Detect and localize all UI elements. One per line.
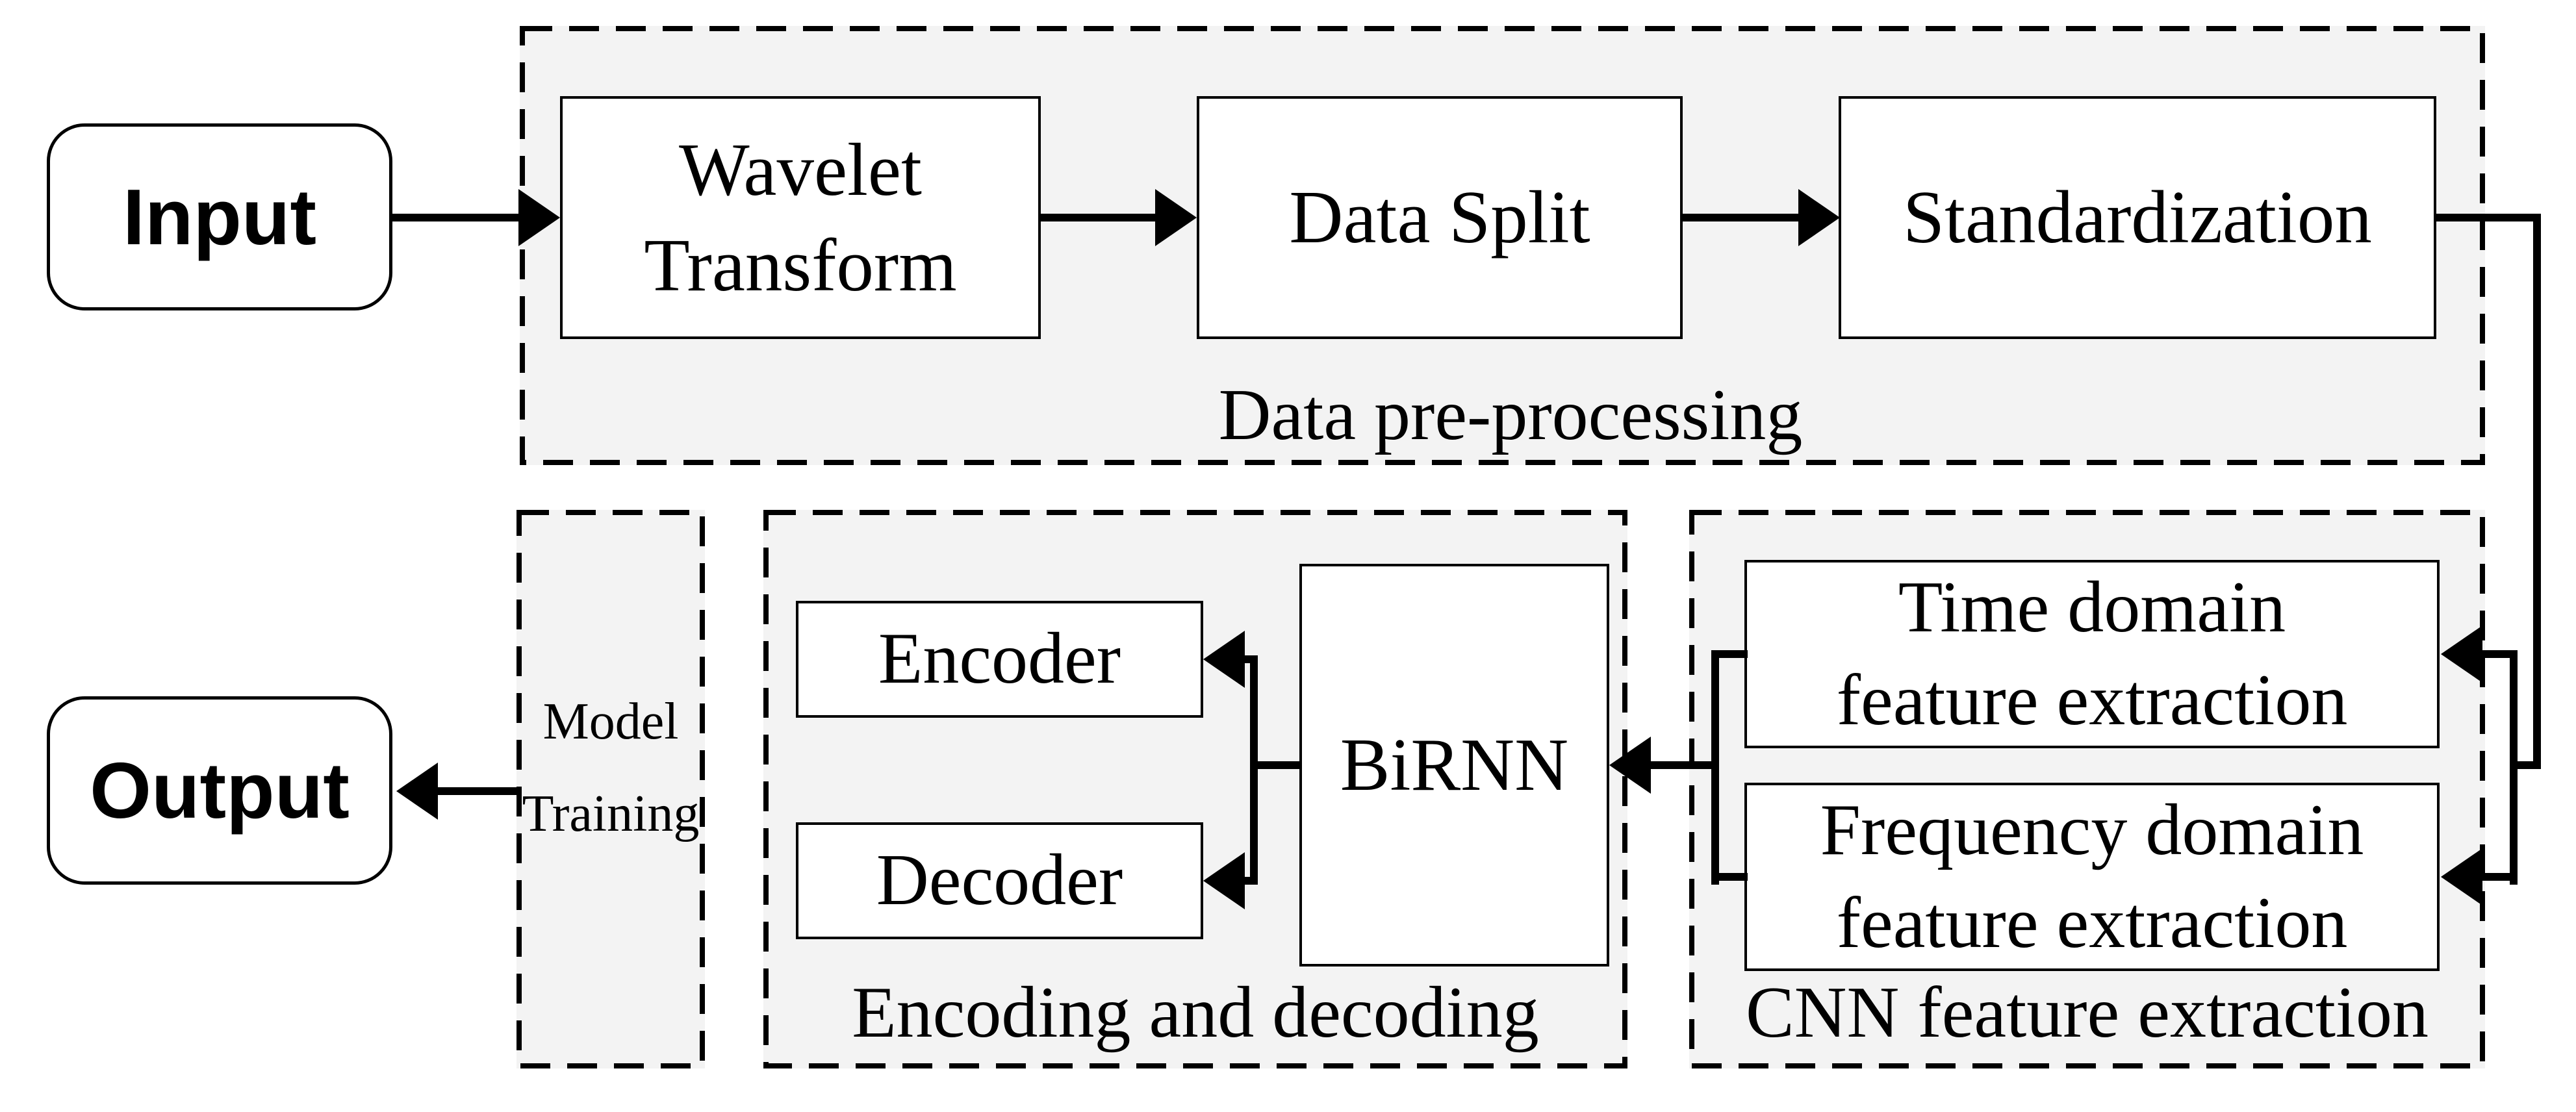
birnn-label: BiRNN: [1340, 724, 1569, 807]
connector-right-junction: [2510, 761, 2541, 769]
connector-birnn-out-shaft: [1254, 761, 1299, 769]
wavelet-line2: Transform: [644, 224, 957, 307]
arrow-birnn-to-encoder-head: [1203, 631, 1245, 688]
arrow-input-to-wavelet-shaft: [392, 214, 520, 221]
node-output-label: Output: [90, 746, 350, 835]
dashed-border-rect: [1689, 510, 2485, 1068]
node-birnn: BiRNN: [1299, 564, 1609, 967]
group-model-training: [516, 510, 705, 1068]
arrow-to-frequency-domain-head: [2441, 848, 2482, 905]
arrow-wavelet-to-datasplit-head: [1155, 189, 1197, 246]
arrow-cnn-to-birnn-head: [1609, 737, 1651, 794]
node-input-label: Input: [122, 173, 317, 261]
decoder-label: Decoder: [876, 840, 1123, 921]
dashed-border: [516, 510, 705, 1068]
arrow-to-time-domain-head: [2441, 626, 2482, 683]
wavelet-line1: Wavelet: [679, 128, 922, 211]
group-label-encoding-and-decoding: Encoding and decoding: [852, 972, 1539, 1053]
data-split-label: Data Split: [1289, 176, 1590, 259]
time-domain-line2: feature extraction: [1836, 660, 2348, 740]
standardization-label: Standardization: [1903, 176, 2372, 259]
time-domain-line1: Time domain: [1898, 566, 2286, 648]
model-training-line1: Model: [542, 693, 679, 750]
group-label-cnn-feature-extraction: CNN feature extraction: [1745, 972, 2429, 1053]
node-frequency-domain: Frequency domain feature extraction: [1744, 783, 2440, 971]
node-input: Input: [47, 123, 392, 310]
arrow-datasplit-to-standardization-head: [1798, 189, 1840, 246]
connector-standardization-right-shaft: [2436, 214, 2541, 221]
arrow-to-frequency-domain-shaft: [2479, 873, 2518, 881]
group-label-data-preprocessing: Data pre-processing: [1218, 375, 1803, 455]
frequency-domain-line2: feature extraction: [1836, 883, 2348, 963]
arrow-wavelet-to-datasplit-shaft: [1041, 214, 1156, 221]
arrow-model-to-output-head: [396, 763, 438, 820]
dashed-border-rect: [516, 510, 705, 1068]
arrow-birnn-to-decoder-head: [1203, 852, 1245, 909]
bracket-right-vertical: [2510, 650, 2518, 885]
node-output: Output: [47, 696, 392, 885]
node-standardization: Standardization: [1839, 96, 2436, 339]
node-data-split: Data Split: [1197, 96, 1683, 339]
arrow-model-to-output-shaft: [438, 787, 518, 795]
arrow-to-time-domain-shaft: [2479, 650, 2518, 658]
arrow-datasplit-to-standardization-shaft: [1683, 214, 1798, 221]
group-label-model-training: Model Training: [516, 676, 705, 861]
arrow-input-to-wavelet-head: [518, 189, 560, 246]
node-encoder: Encoder: [796, 601, 1203, 718]
node-decoder: Decoder: [796, 822, 1203, 939]
node-time-domain: Time domain feature extraction: [1744, 560, 2440, 748]
connector-birnn-branch-vertical: [1250, 655, 1258, 885]
node-wavelet-transform: Wavelet Transform: [560, 96, 1041, 339]
connector-right-vertical: [2533, 214, 2541, 769]
bracket-left-stub-frequency: [1715, 873, 1748, 881]
dashed-border: [1689, 510, 2485, 1068]
dashed-border: [520, 26, 2485, 465]
frequency-domain-line1: Frequency domain: [1820, 789, 2364, 870]
encoder-label: Encoder: [878, 618, 1121, 700]
bracket-left-stub-time: [1715, 650, 1748, 658]
model-training-line2: Training: [522, 785, 700, 843]
arrow-cnn-to-birnn-shaft: [1647, 761, 1715, 769]
bracket-left-vertical: [1711, 650, 1719, 885]
dashed-border-rect: [520, 26, 2485, 465]
